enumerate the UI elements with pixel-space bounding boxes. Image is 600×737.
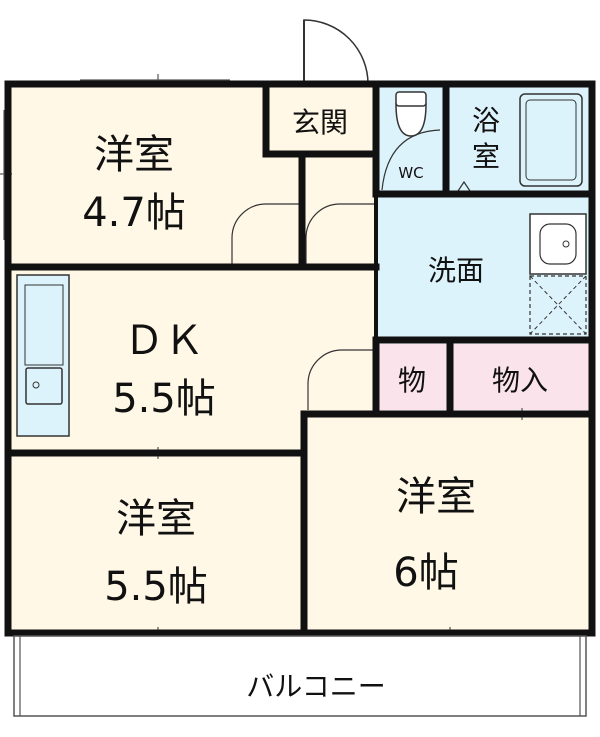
balcony-name: バルコニー [246,670,385,703]
laundry-space [529,275,587,335]
wash-basin-bowl [539,223,577,265]
entrance-fill [266,84,374,154]
storage-small-fill [376,344,448,410]
western-room-2-name: 洋室 [116,496,196,542]
kitchen-drain [32,381,40,389]
western-room-3-size: 6帖 [393,550,458,596]
wash-basin-tap [562,240,570,248]
bath-name-line1: 浴 [472,104,500,137]
wc-name: WC [398,164,423,182]
storage-closet-name: 物入 [492,364,548,397]
western-room-1-name: 洋室 [94,132,174,178]
bath-door-mark [455,180,473,195]
washroom-name: 洗面 [428,254,484,287]
bath-name-line2: 室 [472,140,500,173]
bathtub [519,93,583,187]
western-room-2-fill [8,453,304,633]
hall-door-arc [305,203,374,264]
western-room-2-size: 5.5帖 [104,564,208,610]
walls [4,80,596,637]
dk-size: 5.5帖 [112,376,216,422]
wash-basin [529,213,587,275]
storage-closet-fill [452,344,592,410]
toilet-tank [395,91,427,107]
dk-name: ＤＫ [124,318,204,364]
western-room-1-fill [8,84,302,267]
toilet-bowl [395,103,427,137]
entrance-door-arc [303,19,369,85]
western-room-1-size: 4.7帖 [82,190,186,236]
wc-door-arc [381,129,441,191]
western-room-3-name: 洋室 [396,474,476,520]
entrance-name: 玄関 [292,106,348,139]
room1-door-arc [231,203,300,264]
storage-small-name: 物 [398,364,426,397]
bathtub-inner [525,99,577,181]
kitchen-counter [16,274,70,437]
western-room-3-fill [304,414,592,633]
kitchen-counter-top [24,284,64,366]
dk-door-arc [307,349,374,410]
balcony-outline [13,635,587,717]
kitchen-sink [25,367,63,405]
